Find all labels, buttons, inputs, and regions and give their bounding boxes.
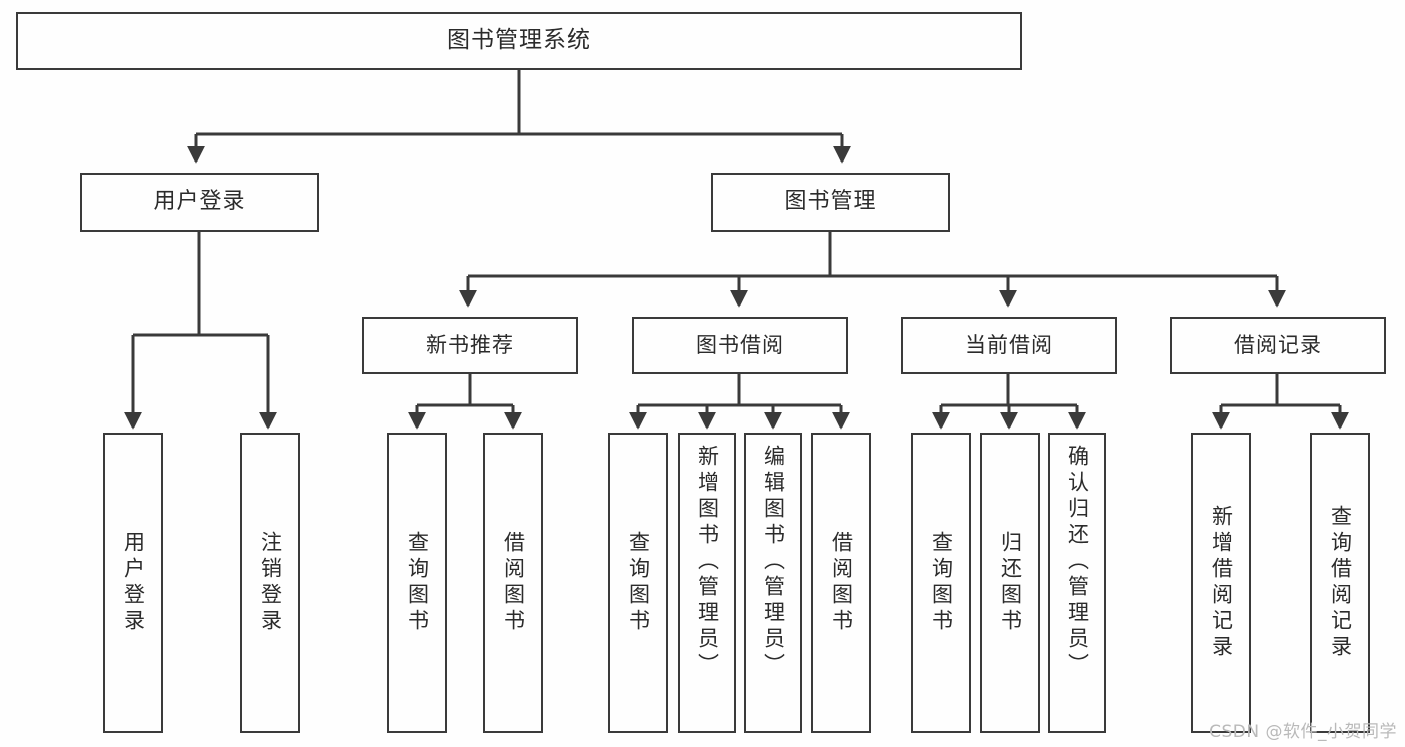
leaf-query-books-borrow[interactable]: 查询图书 <box>608 433 668 733</box>
leaf-query-books-current[interactable]: 查询图书 <box>911 433 971 733</box>
leaf-edit-book-admin[interactable]: 编辑图书（管理员） <box>744 433 802 733</box>
csdn-watermark: CSDN @软件_小贺同学 <box>1209 722 1397 742</box>
node-label: 借阅图书 <box>501 531 526 635</box>
leaf-return-books[interactable]: 归还图书 <box>980 433 1040 733</box>
node-label: 注销登录 <box>258 531 283 635</box>
leaf-user-logout[interactable]: 注销登录 <box>240 433 300 733</box>
leaf-user-login[interactable]: 用户登录 <box>103 433 163 733</box>
node-current-borrow[interactable]: 当前借阅 <box>901 317 1117 374</box>
node-borrow-records[interactable]: 借阅记录 <box>1170 317 1386 374</box>
node-label: 图书管理系统 <box>447 27 591 54</box>
node-label: 归还图书 <box>998 531 1023 635</box>
node-label: 确认归还（管理员） <box>1065 445 1090 679</box>
node-label: 新书推荐 <box>426 332 514 357</box>
node-label: 查询图书 <box>626 531 651 635</box>
node-label: 借阅记录 <box>1234 332 1322 357</box>
node-root-system[interactable]: 图书管理系统 <box>16 12 1022 70</box>
leaf-query-borrow-record[interactable]: 查询借阅记录 <box>1310 433 1370 733</box>
node-label: 用户登录 <box>153 189 246 215</box>
leaf-borrow-books[interactable]: 借阅图书 <box>811 433 871 733</box>
node-label: 查询借阅记录 <box>1328 505 1353 661</box>
node-label: 当前借阅 <box>965 332 1053 357</box>
node-label: 借阅图书 <box>829 531 854 635</box>
node-book-management[interactable]: 图书管理 <box>711 173 950 232</box>
node-label: 编辑图书（管理员） <box>761 445 786 679</box>
node-label: 用户登录 <box>121 531 146 635</box>
leaf-confirm-return-admin[interactable]: 确认归还（管理员） <box>1048 433 1106 733</box>
node-book-borrow[interactable]: 图书借阅 <box>632 317 848 374</box>
node-label: 查询图书 <box>405 531 430 635</box>
node-label: 图书借阅 <box>696 332 784 357</box>
leaf-add-borrow-record[interactable]: 新增借阅记录 <box>1191 433 1251 733</box>
node-user-login[interactable]: 用户登录 <box>80 173 319 232</box>
leaf-query-books-recommend[interactable]: 查询图书 <box>387 433 447 733</box>
leaf-borrow-books-recommend[interactable]: 借阅图书 <box>483 433 543 733</box>
node-label: 新增借阅记录 <box>1209 505 1234 661</box>
node-new-book-recommend[interactable]: 新书推荐 <box>362 317 578 374</box>
node-label: 查询图书 <box>929 531 954 635</box>
node-label: 新增图书（管理员） <box>695 445 720 679</box>
leaf-add-book-admin[interactable]: 新增图书（管理员） <box>678 433 736 733</box>
node-label: 图书管理 <box>784 189 877 215</box>
